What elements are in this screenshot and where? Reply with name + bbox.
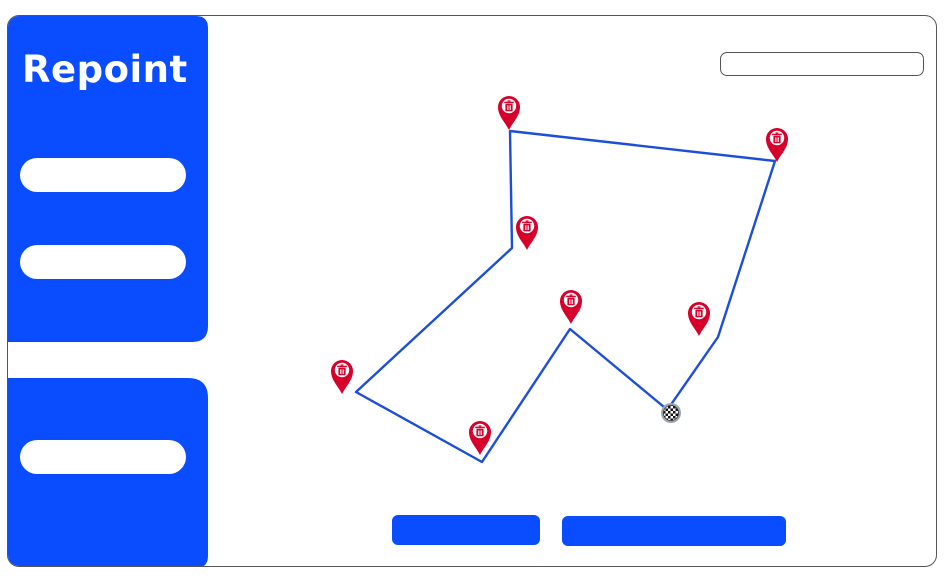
trash-bin-marker-icon[interactable] — [559, 289, 583, 325]
search-input[interactable] — [720, 52, 924, 76]
sidebar-item-4[interactable] — [20, 440, 186, 474]
route-map — [330, 95, 789, 464]
checkered-flag-icon[interactable] — [661, 403, 681, 423]
trash-bin-marker-icon[interactable] — [515, 215, 539, 251]
sidebar-item-1[interactable] — [20, 158, 186, 192]
trash-bin-marker-icon[interactable] — [468, 420, 492, 456]
route-line — [354, 129, 777, 464]
secondary-action-button[interactable] — [562, 516, 786, 546]
sidebar: Repoint — [8, 16, 208, 566]
sidebar-item-2[interactable] — [20, 245, 186, 279]
trash-bin-marker-icon[interactable] — [765, 127, 789, 163]
brand-logo: Repoint — [22, 48, 188, 91]
sidebar-item-active[interactable] — [26, 344, 208, 378]
trash-bin-marker-icon[interactable] — [687, 301, 711, 337]
primary-action-button[interactable] — [392, 515, 540, 545]
trash-bin-marker-icon[interactable] — [330, 359, 354, 395]
trash-bin-marker-icon[interactable] — [497, 95, 521, 131]
app-window: Repoint — [7, 15, 937, 567]
